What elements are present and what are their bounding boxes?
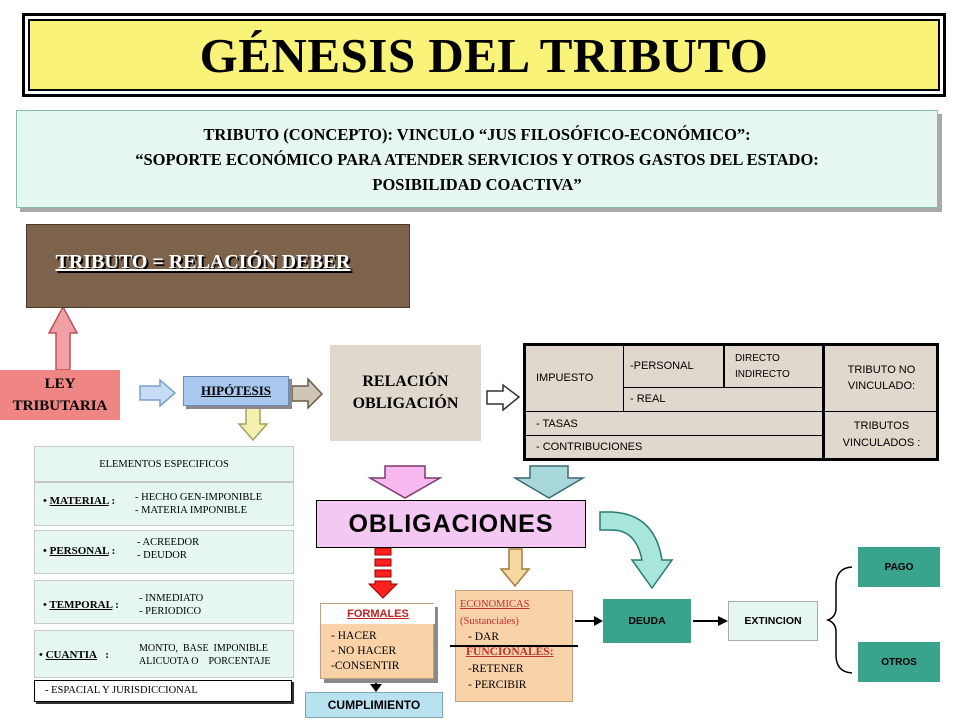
material-row: • MATERIAL : - HECHO GEN-IMPONIBLE - MAT… [34, 482, 294, 526]
deuda-box: DEUDA [603, 599, 691, 643]
funcionales-label: FUNCIONALES [466, 646, 550, 658]
economicas-box: ECONOMICAS (Sustanciales) - DAR FUNCIONA… [450, 590, 578, 702]
hipotesis-box: HIPÓTESIS [183, 376, 289, 406]
personal-elem-label: PERSONAL [49, 545, 109, 557]
brace-icon [825, 566, 853, 674]
temporal-row: • TEMPORAL : - INMEDIATO - PERIODICO [34, 580, 294, 624]
down-arrow-icon [512, 465, 586, 499]
no-vinculado-line2: VINCULADO: [847, 380, 916, 392]
cumplimiento-label: CUMPLIMIENTO [327, 698, 421, 712]
vinculados-line1: TRIBUTOS [853, 420, 910, 432]
cuantia-item-1: MONTO, BASE IMPONIBLE [139, 643, 268, 654]
espacial-label: - ESPACIAL Y JURISDICCIONAL [45, 685, 198, 696]
directo-label: DIRECTO [735, 353, 780, 364]
impuesto-label: IMPUESTO [536, 372, 594, 384]
down-arrow-icon [367, 580, 399, 599]
relacion-obligacion-line2: OBLIGACIÓN [352, 395, 459, 412]
obligaciones-box: OBLIGACIONES [316, 500, 586, 548]
formales-header: FORMALES [347, 608, 409, 620]
material-item-2: - MATERIA IMPONIBLE [135, 505, 247, 516]
vinculados-line2: VINCULADOS : [842, 437, 921, 449]
right-arrow-icon [486, 383, 521, 412]
otros-label: OTROS [881, 656, 917, 668]
personal-item-1: - ACREEDOR [137, 537, 200, 548]
formales-item-1: - HACER [331, 630, 377, 642]
concept-line-2: “SOPORTE ECONÓMICO PARA ATENDER SERVICIO… [135, 149, 819, 169]
formales-box: FORMALES - HACER - NO HACER -CONSENTIR [320, 603, 435, 679]
right-arrow-icon [291, 377, 324, 410]
right-arrow-icon [139, 378, 177, 408]
cumplimiento-box: CUMPLIMIENTO [305, 692, 443, 718]
elementos-panel: ELEMENTOS ESPECIFICOS • MATERIAL : - HEC… [34, 446, 294, 706]
cuantia-label: CUANTIA [45, 649, 97, 661]
indirecto-label: INDIRECTO [735, 369, 790, 380]
no-vinculado-line1: TRIBUTO NO [847, 364, 916, 376]
temporal-item-2: - PERIODICO [139, 606, 202, 617]
concept-line-1: TRIBUTO (CONCEPTO): VINCULO “JUS FILOSÓF… [203, 124, 751, 144]
economicas-header: ECONOMICAS [460, 599, 530, 610]
ley-label-line1: LEY [44, 376, 76, 392]
pago-box: PAGO [858, 547, 940, 587]
formales-item-2: - NO HACER [331, 645, 397, 657]
obligaciones-label: OBLIGACIONES [348, 509, 554, 538]
temporal-item-1: - INMEDIATO [139, 593, 204, 604]
relacion-deber-label: TRIBUTO = RELACIÓN DEBER [55, 250, 351, 273]
ley-tributaria-box: LEY TRIBUTARIA [0, 370, 120, 420]
extincion-box: EXTINCION [728, 601, 818, 641]
extincion-label: EXTINCION [744, 615, 802, 627]
down-arrow-icon [237, 405, 269, 442]
formales-item-3: -CONSENTIR [331, 660, 400, 672]
elementos-header: ELEMENTOS ESPECIFICOS [34, 446, 294, 482]
otros-box: OTROS [858, 642, 940, 682]
contribuciones-label: - CONTRIBUCIONES [536, 441, 643, 453]
cuantia-row: • CUANTIA : MONTO, BASE IMPONIBLE ALICUO… [34, 630, 294, 678]
economicas-percibir: - PERCIBIR [468, 679, 527, 691]
ley-label-line2: TRIBUTARIA [12, 398, 108, 414]
economicas-sub: (Sustanciales) [460, 616, 519, 627]
material-item-1: - HECHO GEN-IMPONIBLE [135, 492, 263, 503]
economicas-dar: - DAR [468, 631, 499, 643]
down-arrow-icon [367, 465, 443, 499]
up-arrow-icon [47, 305, 79, 371]
real-label: - REAL [630, 393, 666, 405]
concept-box: TRIBUTO (CONCEPTO): VINCULO “JUS FILOSÓF… [16, 110, 938, 208]
tribute-types-table: IMPUESTO -PERSONAL DIRECTO INDIRECTO - R… [523, 343, 939, 461]
page-title: GÉNESIS DEL TRIBUTO [199, 27, 769, 83]
material-label: MATERIAL [49, 495, 109, 507]
curved-arrow-icon [599, 511, 674, 590]
hipotesis-label: HIPÓTESIS [200, 383, 272, 398]
cuantia-item-2: ALICUOTA O PORCENTAJE [139, 656, 271, 667]
relacion-obligacion-line1: RELACIÓN [362, 373, 449, 390]
title-banner: GÉNESIS DEL TRIBUTO [22, 13, 946, 97]
concept-line-3: POSIBILIDAD COACTIVA” [372, 174, 582, 194]
down-arrow-icon [499, 548, 531, 588]
relacion-deber-box: TRIBUTO = RELACIÓN DEBER [26, 224, 410, 308]
personal-label: -PERSONAL [630, 360, 694, 372]
deuda-label: DEUDA [628, 615, 666, 627]
relacion-obligacion-box: RELACIÓN OBLIGACIÓN [330, 345, 481, 441]
temporal-label: TEMPORAL [49, 599, 113, 611]
personal-item-2: - DEUDOR [137, 550, 187, 561]
economicas-retener: -RETENER [468, 663, 524, 675]
pago-label: PAGO [884, 561, 914, 573]
personal-row: • PERSONAL : - ACREEDOR - DEUDOR [34, 530, 294, 574]
espacial-row: - ESPACIAL Y JURISDICCIONAL [34, 680, 292, 702]
tasas-label: - TASAS [536, 418, 578, 430]
